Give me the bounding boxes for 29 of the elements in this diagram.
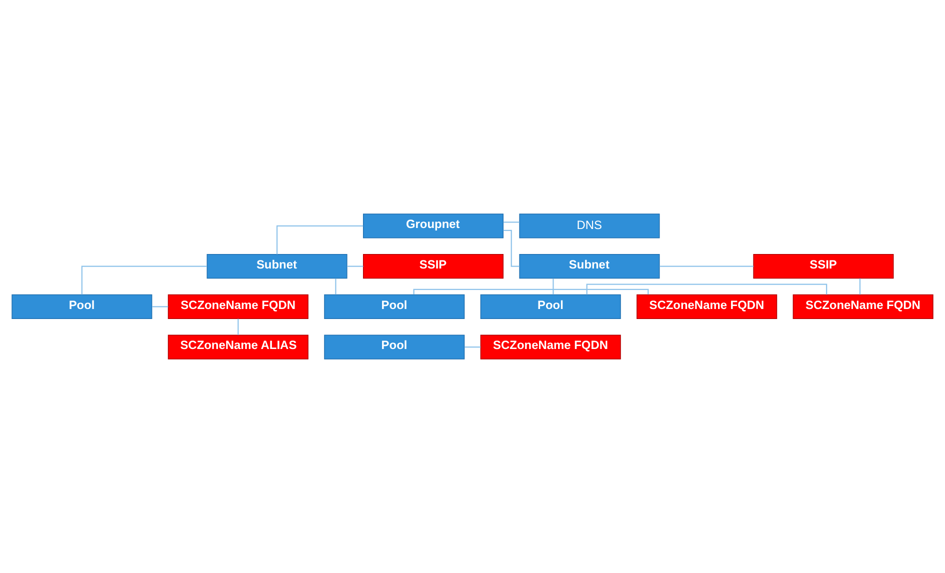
node-box: Pool (324, 334, 465, 360)
node-box: SCZoneName FQDN (792, 294, 934, 320)
connector (413, 288, 649, 295)
node-box: Groupnet (362, 214, 504, 238)
connector (464, 346, 481, 348)
connector (81, 266, 207, 295)
connector (859, 278, 861, 295)
connector (152, 306, 168, 308)
node-box: SSIP (753, 254, 894, 279)
node-box: Subnet (519, 254, 660, 279)
node-box: SCZoneName FQDN (168, 294, 308, 320)
node-box: SSIP (362, 254, 504, 279)
connector (660, 266, 754, 267)
node-box: SCZoneName FQDN (480, 334, 621, 360)
node-box: Pool (12, 294, 152, 320)
connector (503, 230, 520, 267)
connector (238, 318, 239, 335)
node-box: Pool (480, 294, 621, 320)
connector (347, 266, 364, 267)
node-box: SCZoneName FQDN (636, 294, 778, 320)
connector (276, 225, 364, 254)
connector (552, 278, 554, 295)
node-box: Subnet (206, 254, 348, 279)
connector (335, 278, 336, 295)
node-box: Pool (324, 294, 465, 320)
connector (503, 222, 520, 223)
connector (586, 284, 828, 295)
node-box: DNS (519, 214, 660, 238)
node-box: SCZoneName ALIAS (168, 334, 308, 360)
